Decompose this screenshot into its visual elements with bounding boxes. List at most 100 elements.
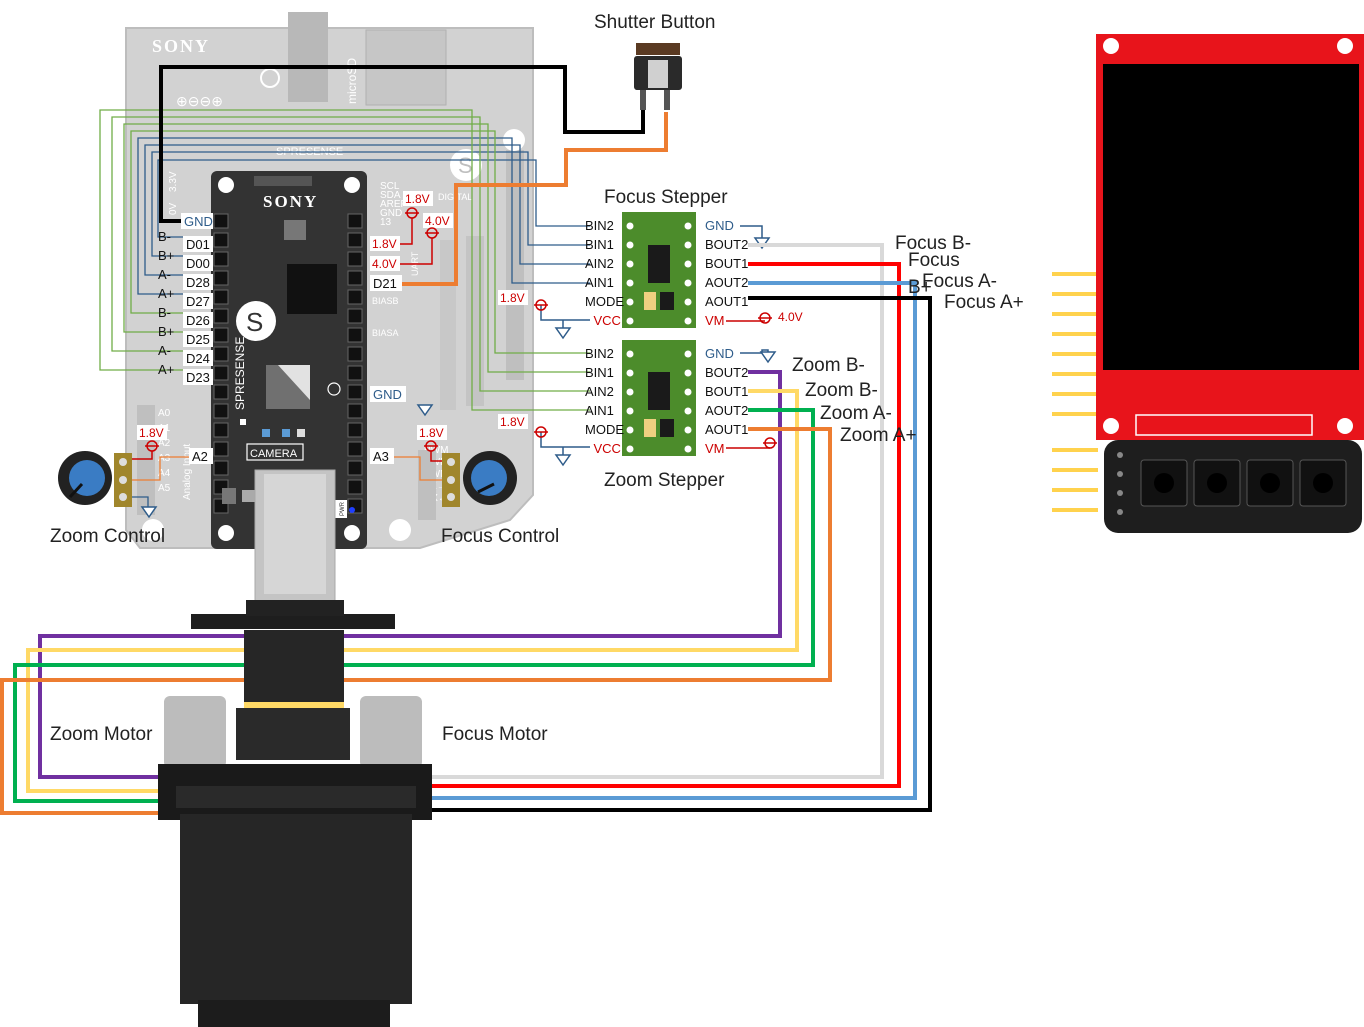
header-pin xyxy=(347,232,363,248)
stepper-pin-aout2: AOUT2 xyxy=(705,275,748,290)
voltage-1v8: 1.8V xyxy=(405,192,430,206)
pin-d21-box xyxy=(370,275,402,291)
pin-d23-box xyxy=(183,369,213,385)
zoom-stepper-label: Zoom Stepper xyxy=(604,470,725,491)
voltage-4v0: 4.0V xyxy=(425,214,450,228)
stepper-hole xyxy=(626,350,634,358)
audio-symbols: ⊕⊖⊖⊕ xyxy=(176,93,223,109)
main-spresense-label: SPRESENSE xyxy=(233,337,247,410)
lcd-pin xyxy=(1052,468,1098,472)
zoom-wire-label: Zoom A+ xyxy=(840,425,917,446)
stepper-hole xyxy=(626,241,634,249)
analog-pin-label: A5 xyxy=(158,483,171,494)
voltage-1v8: 1.8V xyxy=(500,415,525,429)
stepper-hole xyxy=(626,369,634,377)
stepper-hole xyxy=(626,445,634,453)
stepper-pin-ain1: AIN1 xyxy=(585,275,614,290)
biasb-label: BIASB xyxy=(372,296,399,306)
stepper-pin-gnd: GND xyxy=(705,346,734,361)
header-pin xyxy=(347,251,363,267)
microsd-label: microSD xyxy=(345,58,359,104)
stepper-hole xyxy=(626,298,634,306)
stepper-pin-ain2: AIN2 xyxy=(585,256,614,271)
pin-a2: A2 xyxy=(192,449,208,464)
pwm-label: PWM xyxy=(424,469,448,480)
lcd-pin xyxy=(1052,412,1098,416)
pin-d00: D00 xyxy=(186,256,210,271)
spresense-main-board: SONY S SPRESENSE CAMERA PWR xyxy=(211,171,367,549)
pin-d25: D25 xyxy=(186,332,210,347)
lcd-display-module xyxy=(1052,34,1364,533)
header-pin xyxy=(213,327,229,343)
ground-icon xyxy=(416,404,434,417)
lcd-button-cap xyxy=(1313,473,1333,493)
voltage-1v8-box xyxy=(403,191,433,206)
pin-d23: D23 xyxy=(186,370,210,385)
lcd-buttons xyxy=(1117,452,1347,515)
voltage-1v8-box xyxy=(417,425,447,440)
voltage-1v8: 1.8V xyxy=(419,426,444,440)
lcd-header-pins xyxy=(1052,272,1098,512)
voltage-1v8-box xyxy=(137,425,167,440)
focus-potentiometer: Focus Control xyxy=(441,451,559,547)
voltage-4v0-box xyxy=(423,213,453,228)
stepper-hole xyxy=(684,241,692,249)
stepper-hole xyxy=(684,369,692,377)
stepper-hole xyxy=(626,222,634,230)
extension-pin-label: A+ xyxy=(158,362,174,377)
stepper-pin-bout2: BOUT2 xyxy=(705,365,748,380)
main-left-header xyxy=(213,213,229,514)
pin-gnd: GND xyxy=(184,214,213,229)
stepper-pin-ain2: AIN2 xyxy=(585,384,614,399)
focus-wire-label: Focus xyxy=(908,250,960,271)
header-pin xyxy=(347,384,363,400)
focus-wire-label: B+ xyxy=(908,277,932,298)
lcd-hole xyxy=(1117,490,1123,496)
lcd-hole xyxy=(1117,471,1123,477)
small-header-label: SCL xyxy=(380,181,400,192)
svg-text:S: S xyxy=(458,153,473,178)
stepper-hole xyxy=(684,298,692,306)
pin-d26-box xyxy=(183,312,213,328)
lcd-pin xyxy=(1052,508,1098,512)
small-header-label: SDA xyxy=(380,190,401,201)
stepper-pin-ain1: AIN1 xyxy=(585,403,614,418)
focus-stepper-label: Focus Stepper xyxy=(604,187,728,208)
voltage-1v8: 1.8V xyxy=(500,291,525,305)
pin-d28: D28 xyxy=(186,275,210,290)
stepper-hole xyxy=(684,388,692,396)
analog-input-label: Analog Input xyxy=(182,444,193,500)
pwm-label: PWM xyxy=(424,445,448,456)
header-pin xyxy=(347,441,363,457)
stepper-hole xyxy=(684,407,692,415)
focus-wire-label: Focus A- xyxy=(922,271,997,292)
extension-pin-label: B- xyxy=(158,305,171,320)
stepper-pin-mode: MODE xyxy=(585,422,624,437)
small-header-label: AREF xyxy=(380,199,407,210)
ground-icon xyxy=(759,351,777,364)
pin-d28-box xyxy=(183,274,213,290)
pin-gnd-2-box xyxy=(370,386,406,402)
pin-a2-box xyxy=(189,448,213,464)
motor-wires xyxy=(0,243,932,815)
lcd-button-cap xyxy=(1154,473,1174,493)
zoom-control-label: Zoom Control xyxy=(50,526,165,547)
stepper-pin-bout1: BOUT1 xyxy=(705,256,748,271)
stepper-pin-vm: VM xyxy=(705,313,725,328)
pin-gnd-box xyxy=(181,213,213,229)
stepper-pin-gnd: GND xyxy=(705,218,734,233)
stepper-hole xyxy=(626,388,634,396)
stepper-pin-bout2: BOUT2 xyxy=(705,237,748,252)
stepper-pin-labels: BIN2BIN1AIN2AIN1MODEVCCGNDBOUT2BOUT1AOUT… xyxy=(585,218,748,456)
pin-gnd-2: GND xyxy=(373,387,402,402)
stepper-hole xyxy=(684,426,692,434)
header-pin xyxy=(213,384,229,400)
analog-pin-label: A3 xyxy=(158,453,171,464)
voltage-1v8: 1.8V xyxy=(139,426,164,440)
lcd-hole xyxy=(1117,509,1123,515)
stepper-hole xyxy=(684,260,692,268)
